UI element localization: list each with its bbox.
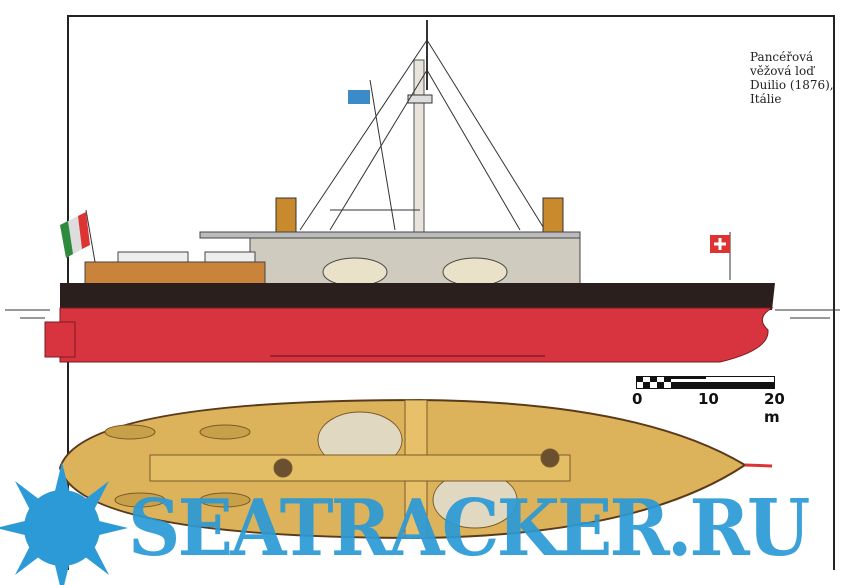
flag-blue	[348, 90, 370, 104]
caption: Pancéřová věžová loď Duilio (1876), Itál…	[750, 50, 834, 106]
caption-line: Itálie	[750, 92, 782, 106]
flag-italy	[60, 209, 96, 263]
deck-details	[104, 399, 571, 539]
scale-label-0: 0	[632, 390, 643, 408]
scale-label-20: 20 m	[764, 390, 785, 426]
watermark-text: SEATRACKER.RU	[128, 483, 810, 574]
ram-bow	[744, 463, 773, 468]
scale-label-10: 10	[698, 390, 719, 408]
scale-bar: 0 10 20 m	[632, 376, 785, 426]
caption-line: Duilio (1876),	[750, 78, 834, 92]
rudder	[44, 321, 76, 358]
flag-stern	[710, 232, 731, 280]
hull-black	[60, 283, 775, 310]
watermark-logo	[0, 462, 128, 585]
mast	[299, 20, 546, 236]
hull-red	[59, 307, 774, 363]
superstructure	[84, 231, 581, 287]
caption-line: věžová loď	[750, 64, 814, 78]
caption-line: Pancéřová	[750, 50, 814, 64]
water-line	[5, 309, 840, 319]
